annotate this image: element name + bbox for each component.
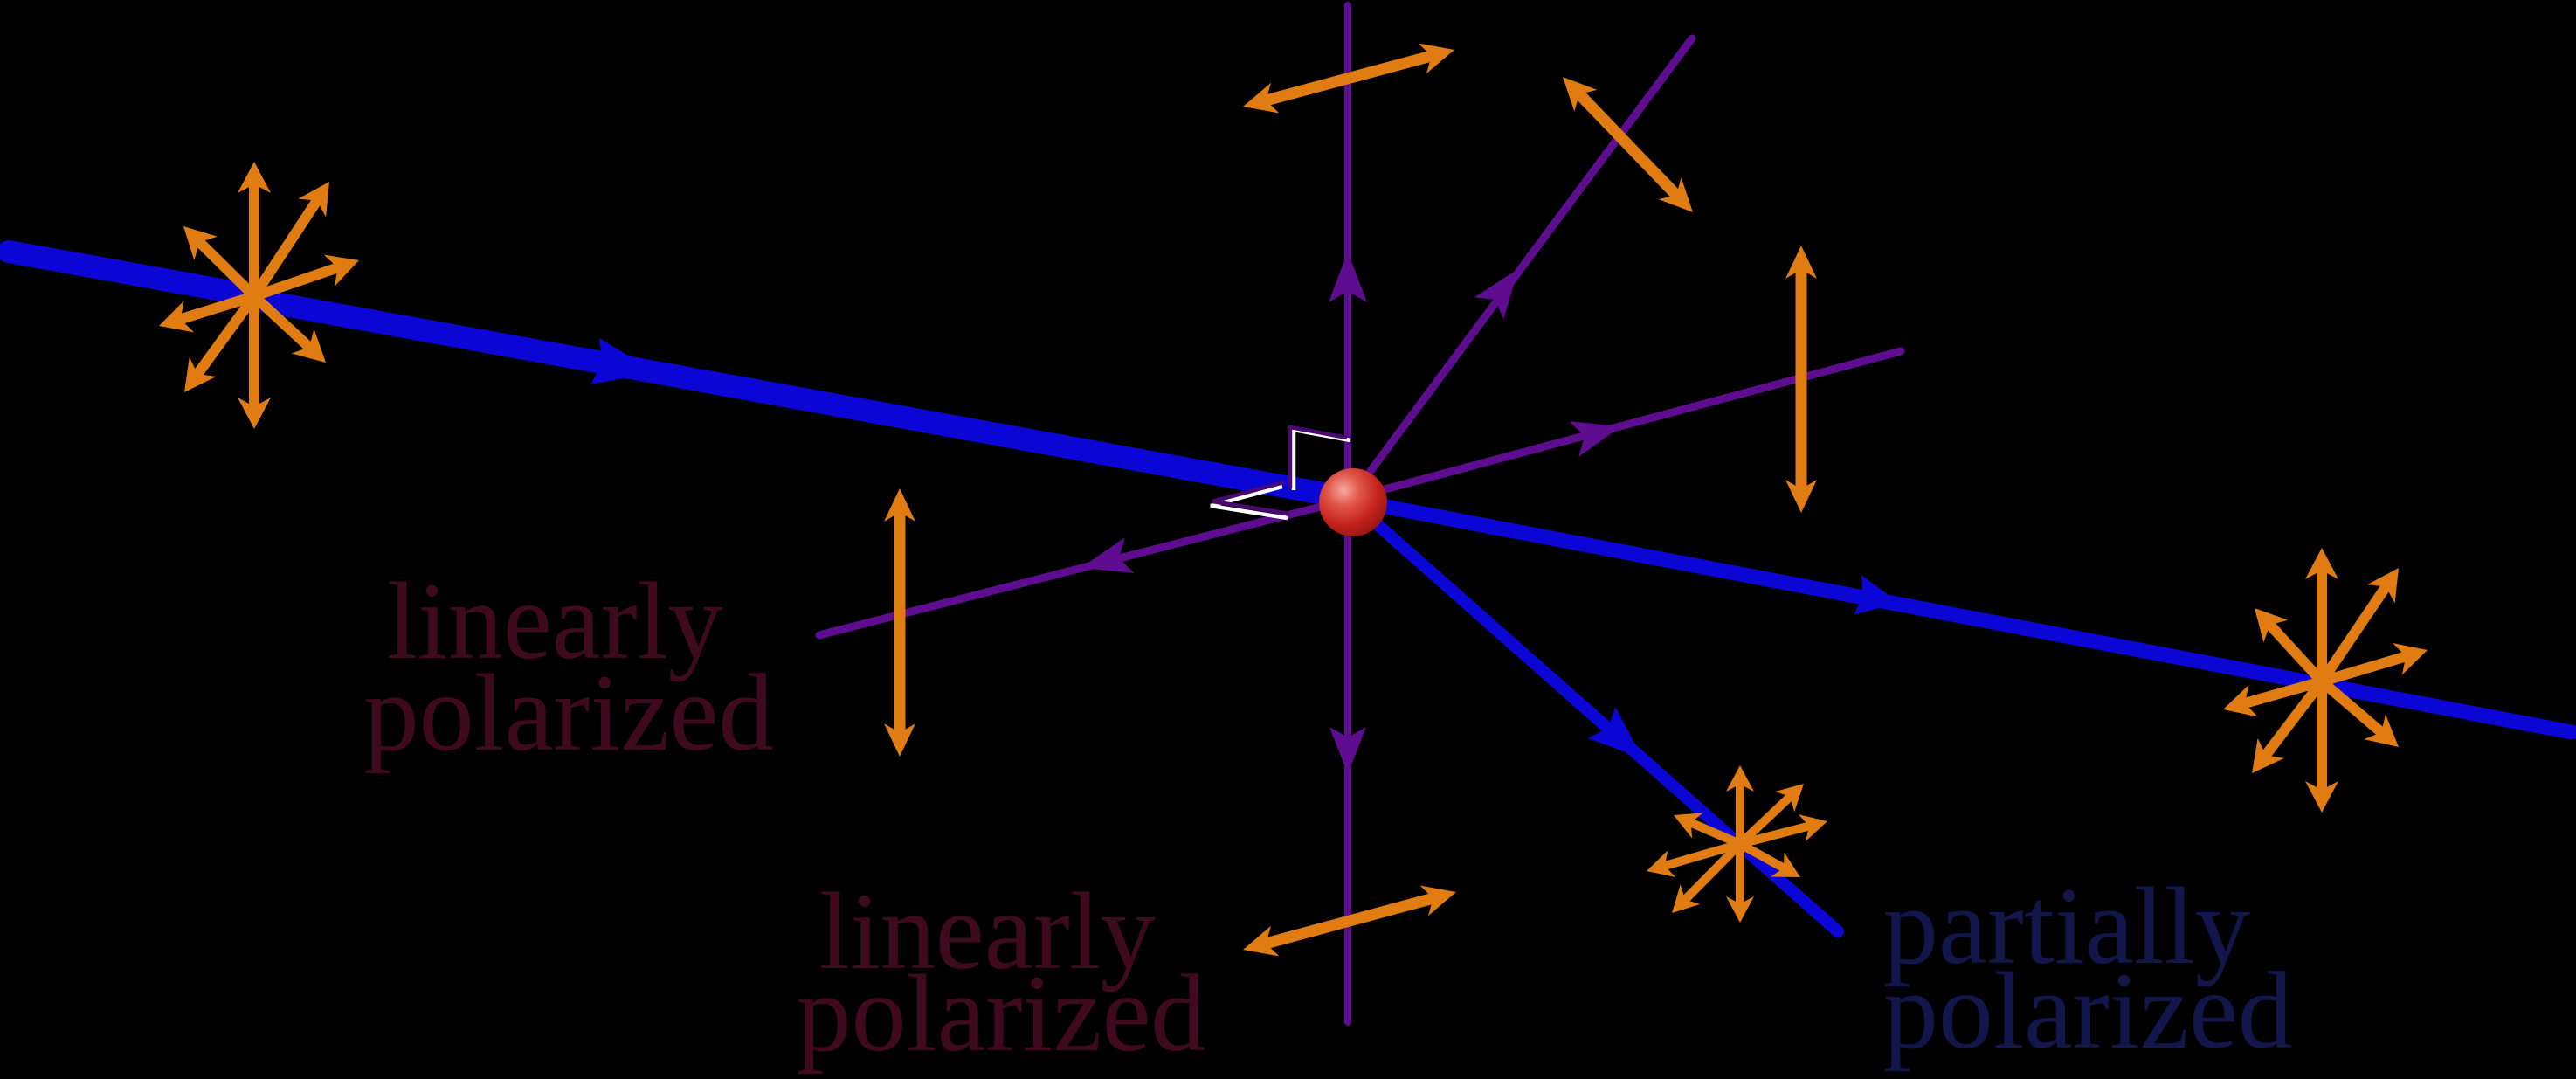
right-ray-arrowhead xyxy=(1569,421,1621,457)
unpolarized-star-left-arrow-5-head xyxy=(184,356,217,392)
label-partially-polarized: partially polarized xyxy=(1883,866,2293,1072)
scattering-particle xyxy=(1319,468,1387,536)
partially-polarized-star-arrow-2-head xyxy=(1798,814,1827,842)
partially-polarized-star-arrow-1-shaft xyxy=(1737,792,1794,847)
partially-polarized-star-arrow-5-shaft xyxy=(1682,840,1744,903)
unpolarized-star-right-arrow-4-head xyxy=(2305,781,2338,813)
label-linearly-polarized-bottom: linearly polarized xyxy=(797,871,1206,1075)
unpolarized-star-right-arrow-5-shaft xyxy=(2261,678,2326,759)
vertical-up-arrowhead xyxy=(1329,252,1367,302)
partially-polarized-star-arrow-5-head xyxy=(1672,884,1701,913)
e-field-arrow-upper-right-shaft xyxy=(1574,89,1682,200)
partially-polarized-star-arrow-7-head xyxy=(1674,813,1703,839)
transmitted-ray-arrowhead xyxy=(1854,575,1899,615)
label-right-line2: polarized xyxy=(1883,951,2293,1072)
unpolarized-star-right-arrow-1-shaft xyxy=(2317,583,2391,685)
right-angle-marker-left-highlight xyxy=(1210,484,1288,521)
unpolarized-star-left-arrow-0-head xyxy=(238,162,271,193)
unpolarized-star-right-arrow-1-head xyxy=(2367,568,2399,604)
unpolarized-star-right-arrow-0-head xyxy=(2305,548,2338,579)
e-field-arrow-right-vertical-tail-head xyxy=(1785,246,1817,279)
label-linearly-polarized-left: linearly polarized xyxy=(364,561,774,774)
up-right-ray-arrowhead xyxy=(1474,269,1518,320)
unpolarized-star-right-arrow-6-head xyxy=(2223,684,2258,717)
e-field-arrow-top-head xyxy=(1418,43,1454,74)
e-field-arrow-left-vertical-head xyxy=(884,723,915,757)
unpolarized-star-right-arrow-6-shaft xyxy=(2242,676,2324,709)
label-bottom-line2: polarized xyxy=(797,953,1206,1075)
unpolarized-star-left-arrow-1-shaft xyxy=(249,197,322,300)
e-field-arrow-bottom-head xyxy=(1419,885,1456,916)
right-angle-marker-left xyxy=(1212,480,1290,516)
unpolarized-star-left-arrow-4-head xyxy=(238,398,271,429)
unpolarized-star-left-arrow-2-head xyxy=(323,254,359,287)
e-field-arrow-bottom-tail-head xyxy=(1243,925,1280,957)
partially-polarized-star-arrow-3-shaft xyxy=(1737,840,1787,873)
label-left-line2: polarized xyxy=(364,653,774,774)
e-field-arrow-top-shaft xyxy=(1264,50,1433,107)
unpolarized-star-right-arrow-2-shaft xyxy=(2320,651,2408,687)
partially-polarized-star-arrow-6-head xyxy=(1647,850,1676,878)
unpolarized-star-left-arrow-7-shaft xyxy=(195,238,259,301)
partially-polarized-star-arrow-1-head xyxy=(1775,784,1804,813)
partially-polarized-star-arrow-2-shaft xyxy=(1738,821,1811,848)
left-ray-arrowhead xyxy=(1081,537,1135,573)
label-left-line1: linearly xyxy=(387,561,723,682)
incident-ray-arrowhead xyxy=(590,337,655,385)
partially-polarized-star-arrow-6-shaft xyxy=(1662,840,1742,870)
e-field-arrow-right-vertical-head xyxy=(1785,480,1817,513)
unpolarized-star-left-arrow-6-head xyxy=(159,301,195,333)
right-angle-marker-top xyxy=(1288,425,1348,488)
scattered-ray-up-right xyxy=(1346,34,1696,502)
scattered-ray-down-right xyxy=(1353,502,1844,937)
unpolarized-star-left-arrow-1-head xyxy=(298,182,329,218)
unpolarized-star-left-arrow-3-shaft xyxy=(250,292,314,352)
unpolarized-star-left-arrow-7-head xyxy=(183,226,218,260)
e-field-arrow-left-vertical-tail-head xyxy=(884,488,915,522)
e-field-arrow-upper-right-head xyxy=(1658,177,1693,212)
label-right-line1: partially xyxy=(1883,866,2250,987)
partially-polarized-star-arrow-3-head xyxy=(1771,852,1800,877)
unpolarized-star-left-arrow-5-shaft xyxy=(192,293,259,378)
partially-polarized-star-arrow-0-head xyxy=(1726,765,1754,792)
unpolarized-star-right-arrow-2-head xyxy=(2393,643,2428,675)
e-field-arrow-top-tail-head xyxy=(1243,82,1280,114)
unpolarized-star-left-arrow-3-head xyxy=(291,329,326,363)
unpolarized-star-right-arrow-5-head xyxy=(2252,737,2284,773)
unpolarized-star-left-arrow-2-shaft xyxy=(252,262,341,301)
diagram-art xyxy=(0,2,2576,1026)
scattered-down-right-arrowhead xyxy=(1587,706,1642,758)
transmitted-ray xyxy=(1346,493,2576,740)
unpolarized-star-right-arrow-7-shaft xyxy=(2265,620,2326,686)
unpolarized-star-right-arrow-7-head xyxy=(2255,608,2289,643)
e-field-arrow-upper-right-tail-head xyxy=(1563,77,1598,112)
incident-ray-left-segment xyxy=(0,240,267,308)
partially-polarized-star-arrow-4-head xyxy=(1726,896,1754,923)
e-field-arrow-bottom-shaft xyxy=(1263,892,1436,950)
incident-ray-main-segment xyxy=(249,289,1359,509)
unpolarized-star-right-arrow-3-shaft xyxy=(2318,677,2386,737)
unpolarized-star-left-arrow-6-shaft xyxy=(178,291,256,325)
partially-polarized-star-arrow-7-shaft xyxy=(1689,818,1742,848)
scattered-ray-right xyxy=(1348,347,1905,502)
unpolarized-star-right-arrow-3-head xyxy=(2364,714,2399,747)
vertical-down-arrowhead xyxy=(1329,727,1366,774)
label-bottom-line1: linearly xyxy=(819,871,1156,993)
